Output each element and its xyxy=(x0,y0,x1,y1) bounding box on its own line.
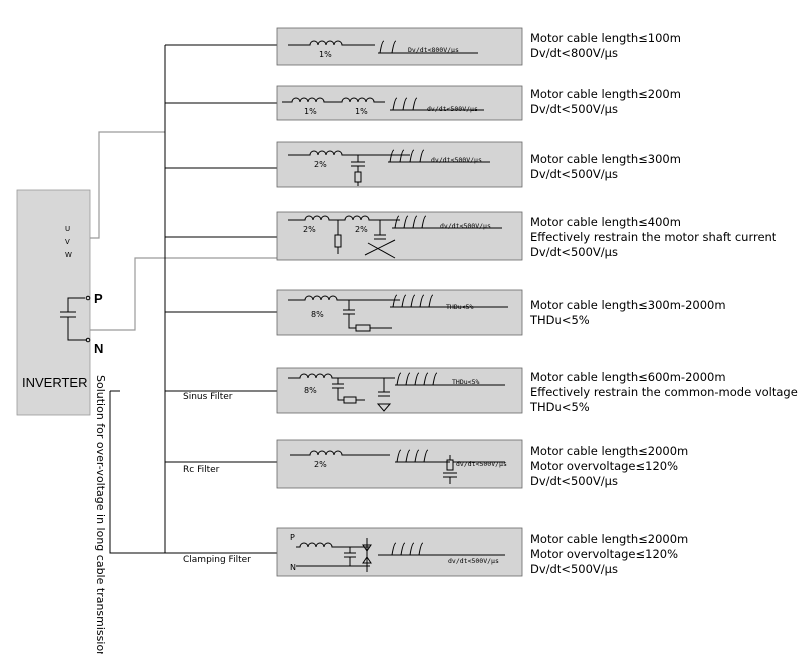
impedance-label: 2% xyxy=(314,160,327,169)
filter-row-1: 1% Dv/dt<800V/μs Motor cable length≤100m… xyxy=(276,27,681,66)
filter-row-4: 2% 2% dv/dt<500V/μs Motor cable length≤4… xyxy=(276,211,777,261)
filter-row-5: 8% THDu<5% Motor cable length≤300m-2000m… xyxy=(276,289,726,336)
branch-lines xyxy=(165,44,277,554)
waveform-icon xyxy=(390,294,508,308)
dvdt-label: dv/dt<500V/μs xyxy=(427,105,478,113)
dvdt-label: dv/dt<500V/μs xyxy=(456,460,507,468)
impedance-label: 1% xyxy=(319,50,332,59)
filter-row-8: P N dv/dt<500V/μs Motor cable length≤200… xyxy=(276,527,688,577)
impedance-label: 2% xyxy=(303,225,316,234)
waveform-icon xyxy=(388,149,490,163)
inductor-icon xyxy=(290,450,390,456)
terminal-w: W xyxy=(65,251,72,259)
description-line: Motor cable length≤400m xyxy=(530,215,681,229)
n-terminal-label: N xyxy=(94,341,103,356)
description-line: Motor cable length≤2000m xyxy=(530,532,688,546)
inductor-icon xyxy=(288,40,375,46)
dvdt-label: dv/dt<500V/μs xyxy=(431,156,482,164)
n-rail-label: N xyxy=(290,563,296,572)
description-line: Dv/dt<500V/μs xyxy=(530,102,618,116)
filter-box xyxy=(276,211,523,261)
inverter-block: U V W P N INVERTER xyxy=(16,189,103,416)
rc-branch-icon xyxy=(334,220,396,259)
impedance-label: 2% xyxy=(314,460,327,469)
filter-row-3: 2% dv/dt<500V/μs Motor cable length≤300m… xyxy=(276,141,681,188)
thdu-label: THDu<5% xyxy=(446,303,473,311)
rc-branch-icon xyxy=(351,155,365,186)
inductor-icon xyxy=(296,542,370,548)
description-line: Dv/dt<800V/μs xyxy=(530,46,618,60)
wiring xyxy=(90,45,277,554)
rc-filter-label: Rc Filter xyxy=(183,465,220,475)
description-line: Motor overvoltage≤120% xyxy=(530,459,678,473)
inductor-icon xyxy=(282,97,385,103)
filter-box xyxy=(276,141,523,188)
description-line: THDu<5% xyxy=(529,313,590,327)
waveform-icon xyxy=(395,449,505,484)
waveform-icon xyxy=(378,542,505,556)
terminal-u: U xyxy=(65,225,70,233)
description-line: Motor cable length≤600m-2000m xyxy=(530,370,726,384)
filter-row-7: 2% dv/dt<500V/μs Motor cable length≤2000… xyxy=(276,439,688,489)
impedance-label: 8% xyxy=(304,386,317,395)
p-terminal-label: P xyxy=(94,291,103,306)
description-line: Motor cable length≤200m xyxy=(530,87,681,101)
filter-box xyxy=(276,289,523,336)
description-line: Dv/dt<500V/μs xyxy=(530,167,618,181)
dvdt-label: Dv/dt<800V/μs xyxy=(408,46,459,54)
thdu-label: THDu<5% xyxy=(452,378,479,386)
inverter-box xyxy=(16,189,91,416)
description-line: Motor overvoltage≤120% xyxy=(530,547,678,561)
description-line: Effectively restrain the motor shaft cur… xyxy=(530,230,777,244)
rc-branch-icon xyxy=(332,378,392,412)
filter-row-6: 8% THDu<5% Motor cable length≤600m-2000m… xyxy=(276,367,798,414)
clamping-filter-label: Clamping Filter xyxy=(183,555,251,565)
impedance-label: 8% xyxy=(311,310,324,319)
filter-box xyxy=(276,527,523,577)
description-line: Motor cable length≤300m xyxy=(530,152,681,166)
rc-branch-icon xyxy=(343,300,392,332)
sinus-filter-label: Sinus Filter xyxy=(183,392,233,402)
side-caption: Solution for over-voltage in long cable … xyxy=(94,375,107,654)
inductor-icon xyxy=(288,215,400,221)
filter-box xyxy=(276,27,523,66)
impedance-label: 1% xyxy=(304,107,317,116)
inductor-icon xyxy=(288,150,410,156)
inductor-icon xyxy=(288,295,400,301)
impedance-label: 1% xyxy=(355,107,368,116)
dvdt-label: dv/dt<500V/μs xyxy=(440,222,491,230)
dc-bus-capacitor-icon xyxy=(60,295,91,343)
description-line: Motor cable length≤300m-2000m xyxy=(530,298,726,312)
dvdt-label: dv/dt<500V/μs xyxy=(448,557,499,565)
waveform-icon xyxy=(392,215,502,229)
terminal-v: V xyxy=(65,238,70,246)
description-line: Dv/dt<500V/μs xyxy=(530,245,618,259)
waveform-icon xyxy=(395,372,505,386)
clamping-diode-icon xyxy=(296,538,372,572)
description-line: Motor cable length≤2000m xyxy=(530,444,688,458)
filter-row-2: 1% 1% dv/dt<500V/μs Motor cable length≤2… xyxy=(276,85,681,121)
description-line: Dv/dt<500V/μs xyxy=(530,562,618,576)
waveform-icon xyxy=(378,40,478,54)
p-rail-label: P xyxy=(290,533,295,542)
description-line: THDu<5% xyxy=(529,400,590,414)
description-line: Motor cable length≤100m xyxy=(530,31,681,45)
impedance-label: 2% xyxy=(355,225,368,234)
description-line: Dv/dt<500V/μs xyxy=(530,474,618,488)
filter-box xyxy=(276,85,523,121)
description-line: Effectively restrain the common-mode vol… xyxy=(530,385,798,399)
filter-box xyxy=(276,439,523,489)
inverter-label: INVERTER xyxy=(22,375,88,390)
inductor-icon xyxy=(288,373,395,379)
waveform-icon xyxy=(390,97,484,111)
